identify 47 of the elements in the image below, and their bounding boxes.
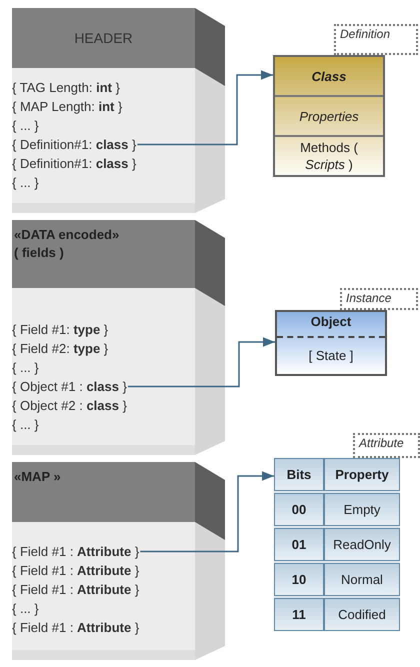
table-cell: Empty <box>324 493 400 526</box>
section-block <box>12 8 195 213</box>
section-heading: «MAP » <box>14 468 61 486</box>
field-entry: { ... } <box>12 116 39 135</box>
table-cell: 10 <box>274 563 324 596</box>
tag-label: Attribute <box>359 436 404 450</box>
section-block <box>12 220 195 455</box>
table-header-cell: Bits <box>274 458 324 491</box>
class-compartment: Methods ( Scripts ) <box>299 139 359 174</box>
table-header-cell: Property <box>324 458 400 491</box>
section-heading: HEADER <box>74 28 133 48</box>
field-entry: { Field #1 : Attribute } <box>12 561 140 580</box>
field-entry: { Field #1 : Attribute } <box>12 618 140 637</box>
field-entry: { Field #2: type } <box>12 339 108 358</box>
section-block <box>12 462 195 660</box>
connector-arrow <box>128 337 275 388</box>
table-cell: 11 <box>274 598 324 631</box>
attribute-table <box>274 458 400 631</box>
section-heading: «DATA encoded» ( fields ) <box>14 226 120 262</box>
class-compartment: Properties <box>275 97 383 137</box>
connector-arrow <box>137 70 273 146</box>
field-entry: { ... } <box>12 358 39 377</box>
field-entry: { Object #1 : class } <box>12 377 127 396</box>
tag-label: Instance <box>346 291 392 305</box>
class-box <box>273 55 385 177</box>
field-entry: { Definition#1: class } <box>12 135 136 154</box>
field-entry: { Object #2 : class } <box>12 396 127 415</box>
field-entry: { ... } <box>12 173 39 192</box>
object-name: Object <box>277 312 385 338</box>
tag-label: Definition <box>340 27 390 41</box>
field-entry: { Definition#1: class } <box>12 154 136 173</box>
connector-arrow <box>140 471 274 552</box>
field-entry: { Field #1: type } <box>12 320 108 339</box>
class-compartment: Class <box>275 57 383 97</box>
field-entry: { TAG Length: int } <box>12 78 120 97</box>
field-entry: { Field #1 : Attribute } <box>12 580 140 599</box>
field-entry: { Field #1 : Attribute } <box>12 542 140 561</box>
object-box <box>275 310 387 376</box>
field-entry: { ... } <box>12 599 39 618</box>
field-entry: { MAP Length: int } <box>12 97 122 116</box>
table-cell: ReadOnly <box>324 528 400 561</box>
object-state: [ State ] <box>308 347 354 365</box>
table-cell: Normal <box>324 563 400 596</box>
table-cell: Codified <box>324 598 400 631</box>
table-cell: 00 <box>274 493 324 526</box>
field-entry: { ... } <box>12 415 39 434</box>
table-cell: 01 <box>274 528 324 561</box>
